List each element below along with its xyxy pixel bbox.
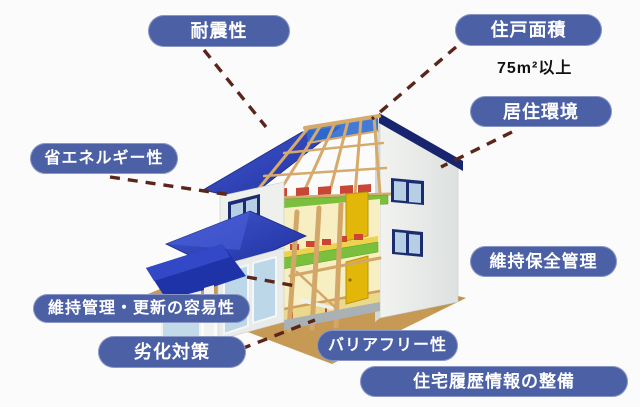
label-energy-saving: 省エネルギー性 [30, 143, 178, 174]
connector-energy-saving [109, 175, 232, 197]
door-upper [345, 191, 369, 242]
gable-windows [391, 178, 424, 257]
connector-ease-of-maintenance [246, 275, 297, 288]
label-earthquake-resistance: 耐震性 [148, 15, 290, 47]
interior-cutaway [282, 191, 382, 333]
label-dwelling-area: 住戸面積 [455, 14, 602, 46]
label-maintenance-conservation: 維持保全管理 [470, 246, 617, 277]
connector-earthquake-resistance [202, 48, 268, 129]
label-ease-of-maintenance-renewal: 維持管理・更新の容易性 [33, 294, 250, 323]
label-area-note: 75m²以上 [497, 60, 573, 77]
roof-edge [379, 113, 463, 171]
door-lower [345, 255, 369, 305]
label-housing-history-information: 住宅履歴情報の整備 [360, 366, 628, 397]
connector-deterioration [240, 318, 316, 351]
label-living-environment: 居住環境 [470, 96, 612, 127]
gable-wall [375, 117, 459, 322]
connector-living-environment [440, 130, 513, 169]
label-barrier-free: バリアフリー性 [317, 330, 458, 361]
connector-lines [109, 45, 513, 351]
roof-framing [235, 114, 392, 201]
connector-dwelling-area [370, 45, 458, 121]
label-deterioration-countermeasures: 劣化対策 [98, 336, 246, 368]
foundation [284, 302, 380, 330]
